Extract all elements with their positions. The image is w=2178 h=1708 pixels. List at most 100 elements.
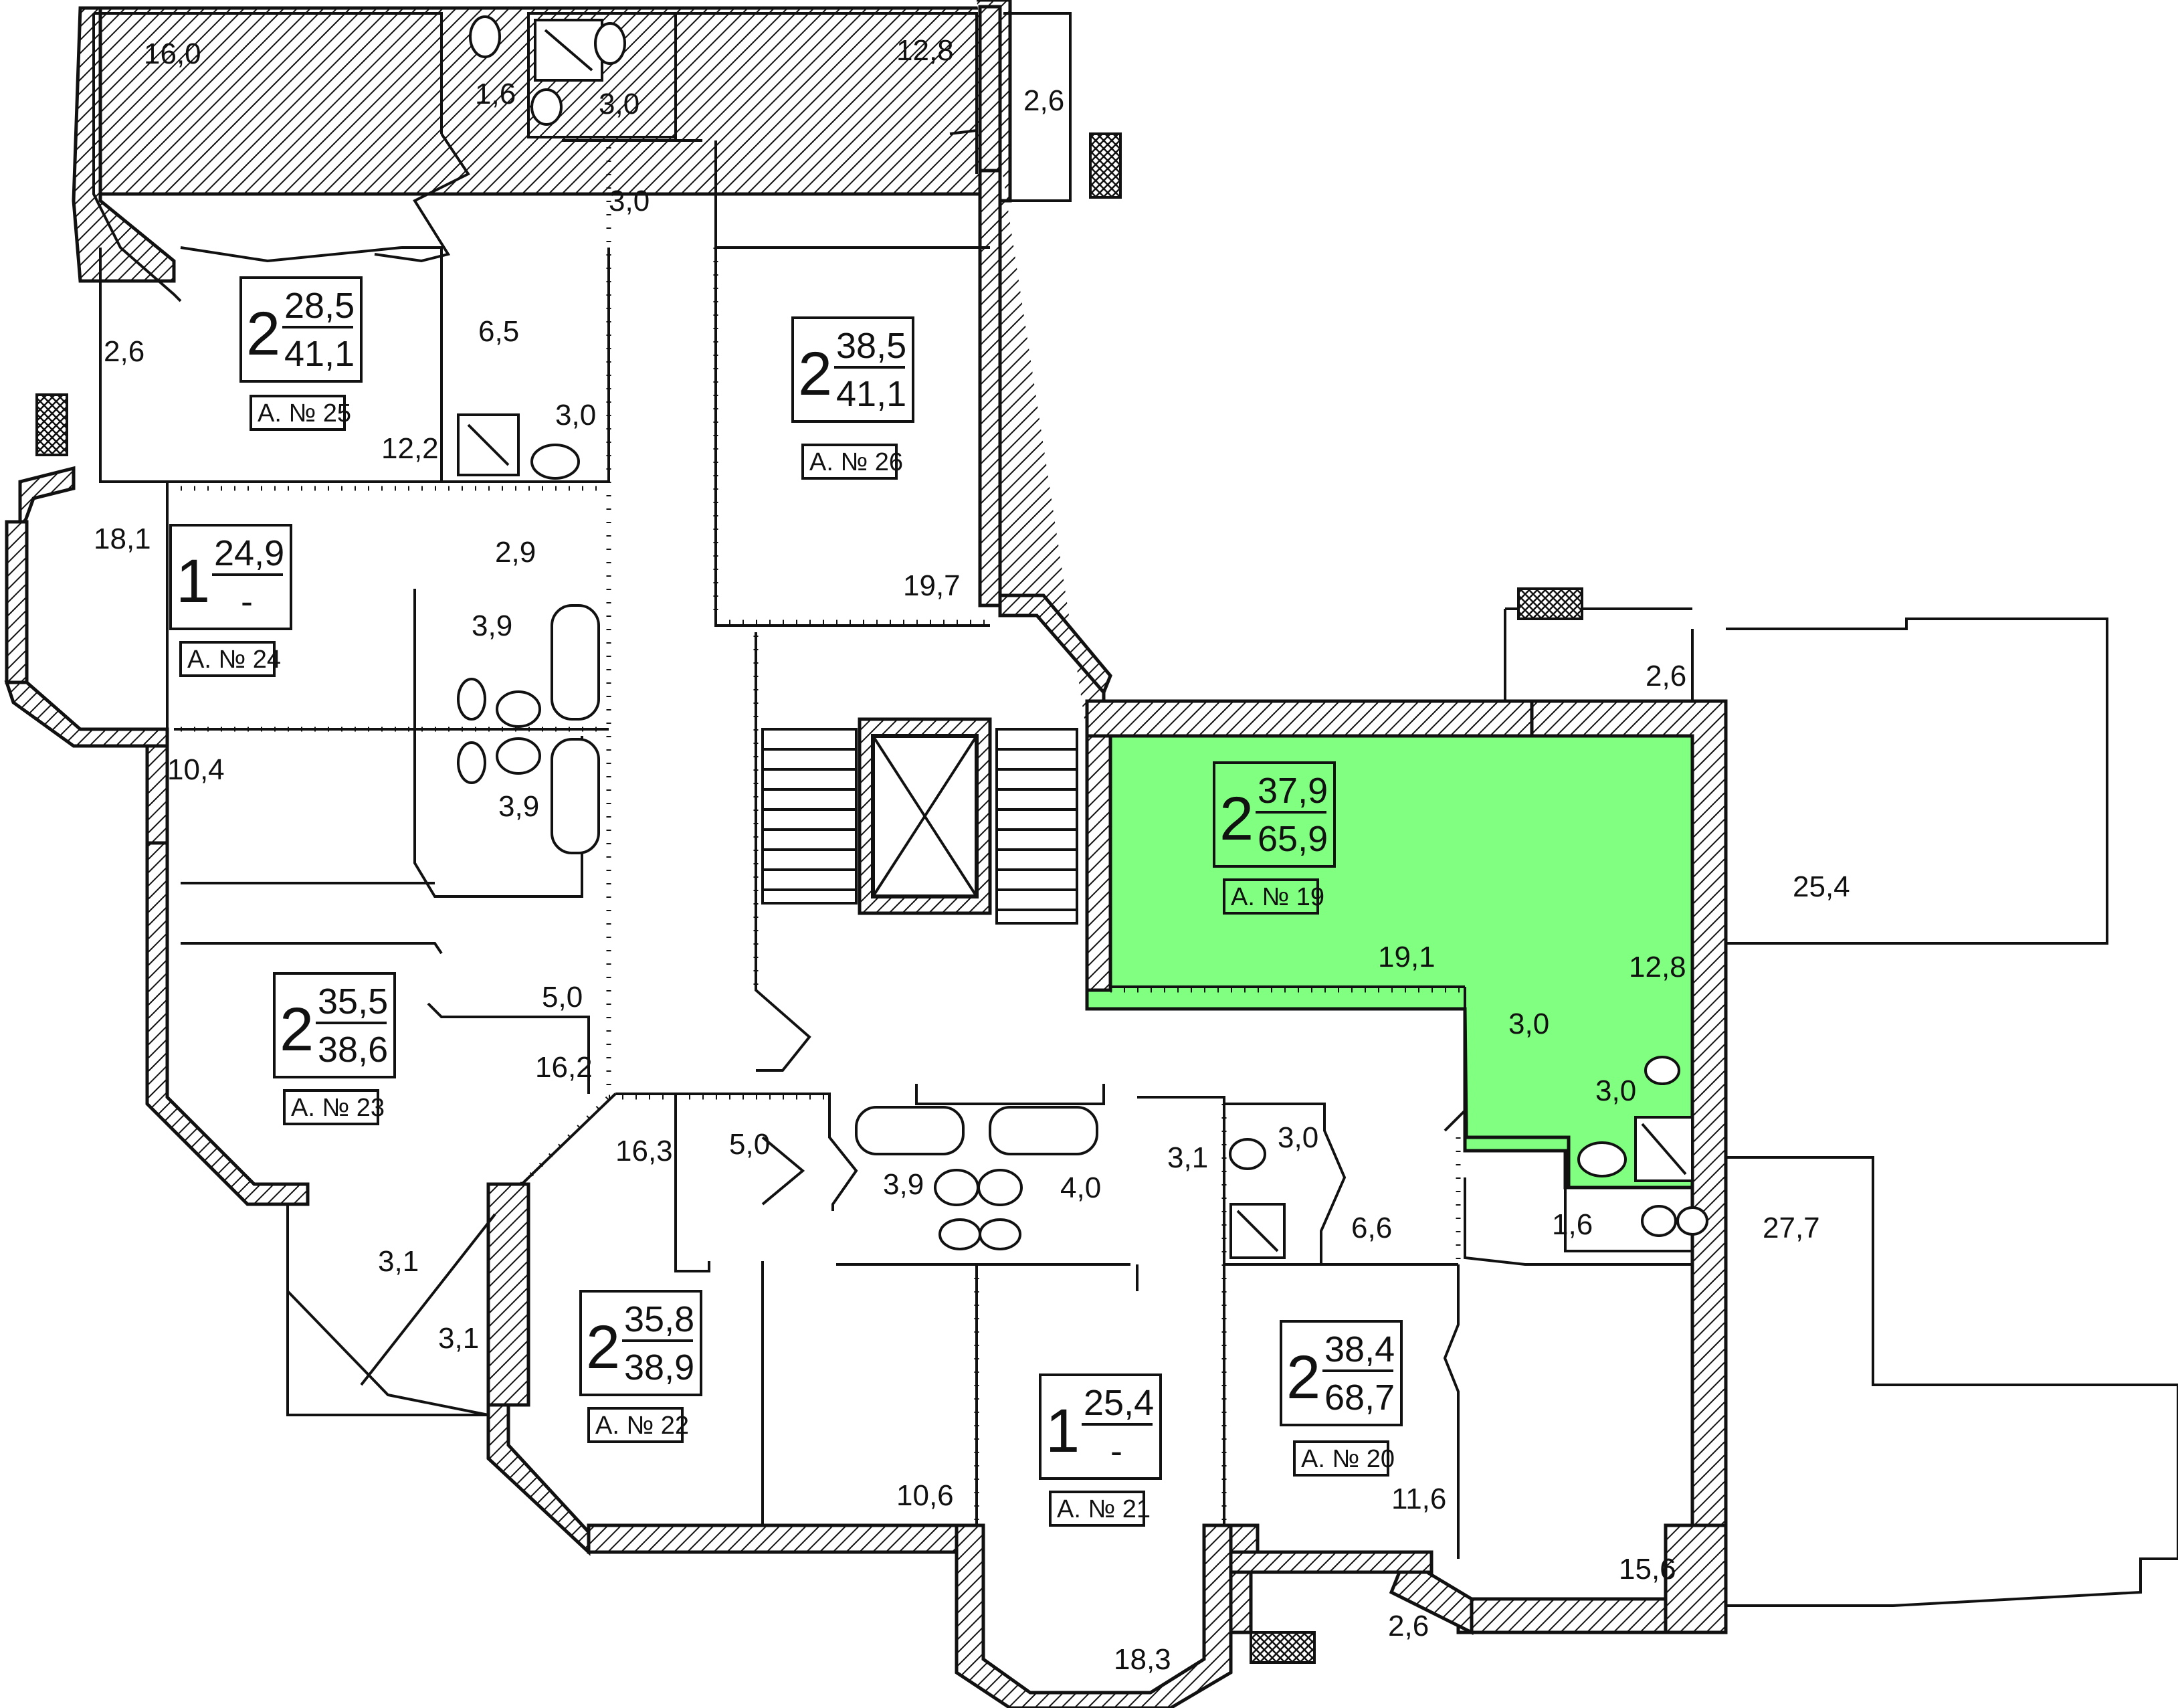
apartment-19-highlight[interactable] (1085, 733, 1694, 1190)
apartment-number: А. № 23 (291, 1094, 385, 1122)
total-area: 68,7 (1324, 1378, 1395, 1418)
room-area-r1: 16,0 (144, 37, 201, 70)
apartment-summary-box (1039, 1373, 1162, 1480)
room-area-r2: 1,6 (475, 78, 516, 110)
room-area-r29: 3,9 (883, 1168, 924, 1201)
room-area-r4: 12,8 (896, 34, 954, 67)
room-area-r18: 25,4 (1793, 870, 1850, 903)
room-area-r11: 18,1 (94, 523, 151, 555)
room-area-r12: 2,9 (495, 536, 536, 569)
apartment-number: А. № 26 (809, 448, 903, 476)
room-area-r30: 4,0 (1060, 1171, 1101, 1204)
room-area-r28: 3,0 (1278, 1121, 1318, 1154)
total-area: 38,9 (624, 1347, 694, 1388)
room-area-r40: 18,3 (1114, 1643, 1171, 1676)
room-area-r13: 3,9 (472, 609, 512, 642)
room-count: 1 (1046, 1397, 1080, 1465)
room-area-r10: 12,2 (381, 432, 439, 465)
room-area-r31: 6,6 (1351, 1212, 1392, 1244)
living-area: 38,4 (1324, 1329, 1395, 1369)
room-area-r14: 19,7 (903, 569, 961, 602)
room-area-r37: 11,6 (1391, 1483, 1446, 1515)
apartment-summary-box (1280, 1320, 1403, 1426)
room-count: 2 (798, 340, 832, 408)
total-area: 41,1 (836, 374, 906, 414)
living-area: 37,9 (1258, 771, 1328, 811)
room-count: 2 (246, 300, 280, 368)
room-count: 2 (280, 995, 314, 1064)
total-area: 41,1 (284, 334, 355, 374)
total-area: 38,6 (318, 1030, 388, 1070)
room-area-r26: 5,0 (729, 1128, 770, 1161)
inner-walls (92, 12, 2178, 1607)
apartment-number-box (587, 1407, 684, 1443)
apartment-number-box (1293, 1440, 1389, 1477)
apartment-summary-box (579, 1290, 702, 1396)
apartment-summary-box (239, 276, 363, 383)
room-area-r17: 3,9 (498, 790, 539, 823)
room-area-r32: 1,6 (1552, 1208, 1593, 1241)
room-area-r8: 6,5 (478, 315, 519, 348)
living-area: 38,5 (836, 326, 906, 366)
living-area: 24,9 (214, 533, 284, 573)
room-count: 2 (586, 1313, 620, 1382)
apartment-number: А. № 22 (595, 1412, 689, 1440)
room-area-r23: 16,2 (535, 1051, 593, 1084)
apartment-number-box (1049, 1491, 1145, 1527)
room-area-r25: 16,3 (615, 1135, 673, 1167)
room-area-r27: 3,1 (1167, 1141, 1208, 1174)
apartment-summary-box (169, 524, 292, 630)
apartment-number: А. № 21 (1057, 1495, 1151, 1523)
apartment-number: А. № 25 (258, 399, 351, 428)
room-area-r20: 12,8 (1629, 951, 1686, 983)
total-area: - (1110, 1431, 1122, 1471)
apartment-number-box (283, 1089, 379, 1125)
room-area-r16: 10,4 (167, 753, 225, 786)
room-area-r15: 2,6 (1646, 660, 1686, 692)
partition-walls (181, 147, 1465, 1525)
living-area: 35,5 (318, 981, 388, 1022)
room-area-r34: 3,1 (378, 1245, 419, 1278)
room-area-r38: 15,6 (1619, 1553, 1676, 1586)
room-count: 2 (1219, 785, 1254, 853)
room-area-r22: 3,0 (1508, 1008, 1549, 1040)
living-area: 28,5 (284, 286, 355, 326)
apartment-number: А. № 20 (1301, 1445, 1395, 1473)
apartment-number-box (1223, 878, 1319, 915)
room-area-r9: 3,0 (555, 399, 596, 432)
apartment-summary-box (1213, 761, 1336, 868)
apartment-number: А. № 19 (1231, 883, 1324, 911)
apartment-number: А. № 24 (187, 646, 281, 674)
room-area-labels: 16,0 1,6 3,0 12,8 2,6 3,0 2,6 6,5 3,0 12,2 18,1 2,9… (94, 34, 1850, 1676)
living-area: 25,4 (1084, 1383, 1154, 1423)
room-area-r36: 10,6 (896, 1479, 954, 1512)
apartment-number-box (250, 395, 346, 431)
room-area-r33: 27,7 (1763, 1212, 1820, 1244)
room-area-r35: 3,1 (438, 1322, 479, 1355)
living-area: 35,8 (624, 1299, 694, 1339)
room-count: 2 (1286, 1343, 1320, 1412)
room-area-r39: 2,6 (1388, 1610, 1429, 1642)
room-area-r3: 3,0 (599, 88, 639, 120)
room-area-r19: 19,1 (1378, 941, 1436, 973)
room-area-r21: 5,0 (542, 981, 583, 1014)
apartment-number-box (801, 444, 898, 480)
room-area-r6: 3,0 (609, 185, 650, 217)
stairwell (761, 717, 1078, 925)
apartment-summary-box (791, 316, 914, 423)
total-area: - (241, 581, 253, 622)
room-count: 1 (176, 547, 210, 615)
room-area-r24: 3,0 (1595, 1074, 1636, 1107)
apartment-summary-box (273, 972, 396, 1078)
balcony-vents (35, 132, 1583, 1664)
